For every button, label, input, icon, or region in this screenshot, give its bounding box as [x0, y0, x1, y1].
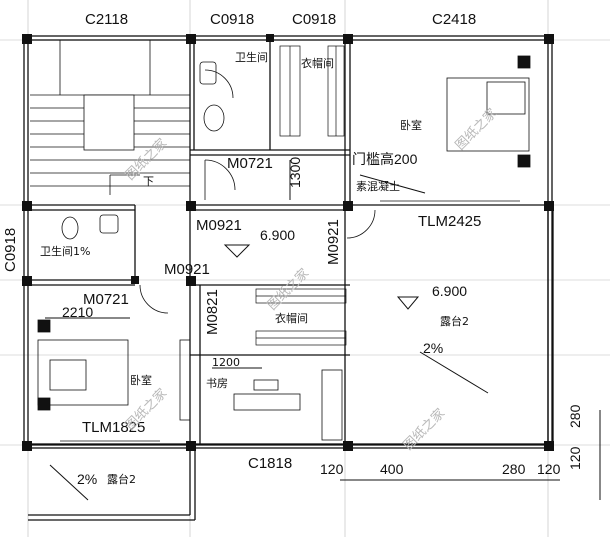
dim-280-vert: 280 — [567, 404, 583, 428]
door-label-m0721: M0721 — [227, 155, 273, 172]
dim-400: 400 — [380, 461, 404, 477]
stair-down-label: 下 — [143, 175, 154, 188]
threshold-note: 门槛高200 — [352, 151, 418, 167]
dim-120: 120 — [320, 461, 344, 477]
window-label-c0918-left: C0918 — [2, 227, 19, 272]
room-label-wardrobe-mid: 衣帽间 — [275, 312, 308, 325]
door-label-tlm2425: TLM2425 — [418, 213, 482, 230]
window-label-c0918: C0918 — [210, 11, 255, 28]
window-label-c2418: C2418 — [432, 11, 477, 28]
elevation-center: 6.900 — [260, 227, 296, 243]
room-label-terrace-right: 露台2 — [440, 315, 469, 328]
room-label-wardrobe-top: 衣帽间 — [301, 57, 334, 70]
room-label-bathroom-left: 卫生间1% — [40, 245, 91, 258]
elevation-markers — [223, 244, 420, 310]
dim-1200: 1200 — [212, 356, 240, 369]
dim-2210: 2210 — [62, 304, 94, 320]
slope-bottom: 2% — [77, 471, 98, 487]
wardrobe-racks — [255, 45, 347, 346]
room-label-bedroom-left: 卧室 — [130, 374, 152, 387]
room-label-terrace-bottom: 露台2 — [107, 473, 136, 486]
room-label-bathroom-top: 卫生间 — [235, 51, 268, 64]
dim-120-b: 120 — [537, 461, 561, 477]
elevation-right: 6.900 — [432, 283, 468, 299]
door-label-m0921: M0921 — [196, 217, 242, 234]
room-label-bedroom-right: 卧室 — [400, 119, 422, 132]
dimension-lines — [45, 160, 601, 501]
concrete-note: 素混凝土 — [356, 180, 400, 193]
doors — [60, 69, 520, 442]
fixtures — [37, 55, 531, 441]
slope-right: 2% — [423, 340, 444, 356]
stairs — [30, 40, 190, 195]
dim-1300: 1300 — [287, 156, 303, 188]
dim-120-vert: 120 — [567, 446, 583, 470]
door-label-m0921-vert: M0921 — [325, 219, 342, 265]
room-label-study: 书房 — [206, 377, 228, 390]
door-label-tlm1825: TLM1825 — [82, 419, 146, 436]
door-label-m0821: M0821 — [204, 289, 221, 335]
window-label-c2118: C2118 — [85, 11, 129, 28]
columns — [22, 34, 554, 451]
dim-280: 280 — [502, 461, 526, 477]
window-label-c0918: C0918 — [292, 11, 337, 28]
door-label-m0721-b: M0721 — [83, 291, 129, 308]
door-label-m0921-b: M0921 — [164, 261, 210, 278]
window-label-c1818: C1818 — [248, 455, 293, 472]
